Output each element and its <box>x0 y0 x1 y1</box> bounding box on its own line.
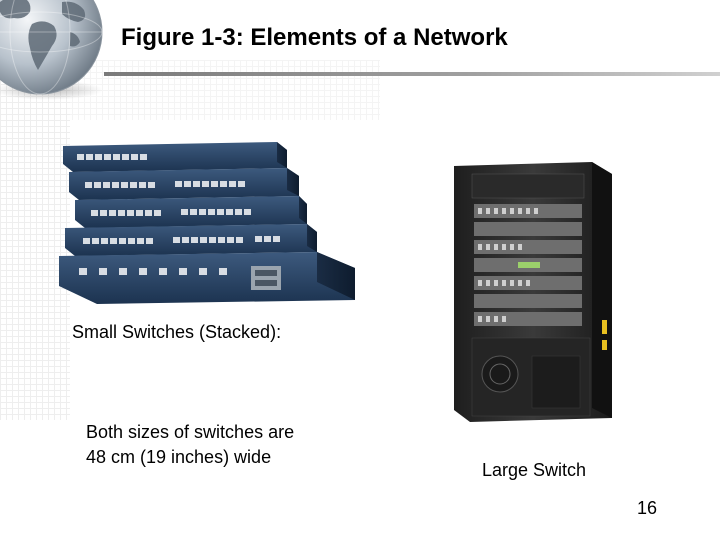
switch-size-note-line-2: 48 cm (19 inches) wide <box>86 447 272 467</box>
switch-size-note: Both sizes of switches are 48 cm (19 inc… <box>86 420 294 470</box>
small-switches-caption: Small Switches (Stacked): <box>72 322 282 342</box>
switch-size-note-line-1: Both sizes of switches are <box>86 422 295 442</box>
stacked-switches-photo <box>59 142 355 304</box>
background-grid <box>0 60 70 420</box>
large-switch-caption: Large Switch <box>482 460 587 480</box>
page-number: 16 <box>637 498 658 518</box>
globe-icon <box>0 0 103 100</box>
page-title: Figure 1-3: Elements of a Network <box>121 24 508 51</box>
title-divider <box>104 72 720 76</box>
chassis-switch-photo <box>454 162 612 422</box>
